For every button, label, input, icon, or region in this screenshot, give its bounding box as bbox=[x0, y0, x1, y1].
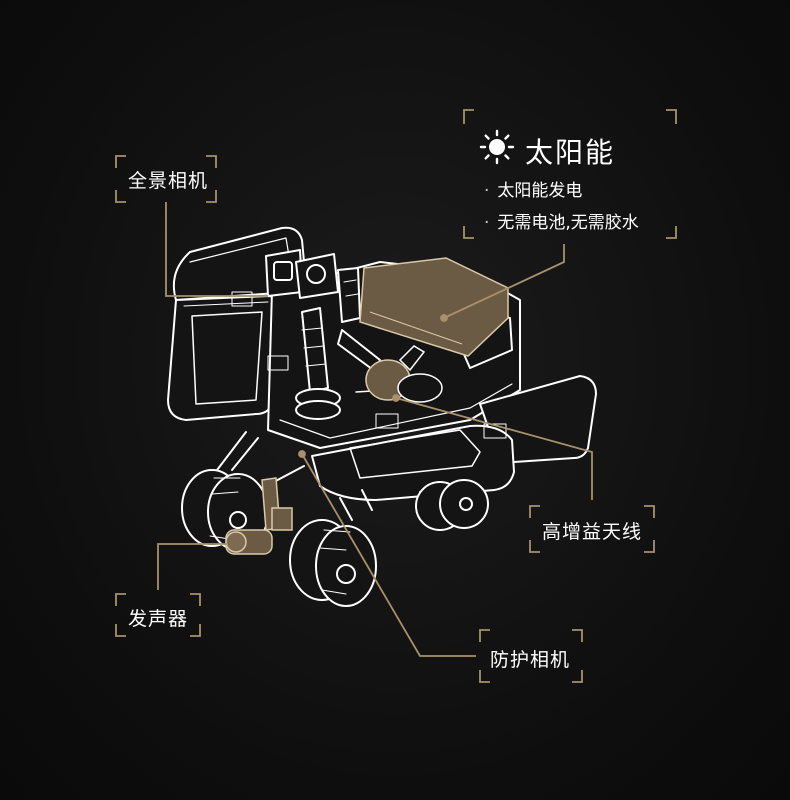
solar-bullet-2-text: 无需电池,无需胶水 bbox=[497, 213, 639, 233]
leader-panorama bbox=[165, 202, 268, 297]
leader-antenna bbox=[395, 397, 593, 500]
solar-bullet-2: ·无需电池,无需胶水 bbox=[484, 213, 639, 233]
leader-lines bbox=[157, 202, 593, 657]
solar-panel bbox=[359, 257, 509, 357]
antenna-dish bbox=[365, 345, 443, 403]
label-sounder: 发声器 bbox=[128, 608, 189, 630]
wheel-front-left bbox=[289, 519, 377, 607]
hinge-brackets bbox=[231, 291, 507, 439]
leader-solar bbox=[443, 244, 565, 319]
wheel-right bbox=[415, 479, 489, 531]
solar-bullet-1-text: 太阳能发电 bbox=[497, 181, 583, 201]
label-panorama-camera: 全景相机 bbox=[128, 170, 209, 192]
label-frames bbox=[115, 109, 677, 683]
label-high-gain-antenna: 高增益天线 bbox=[542, 521, 643, 543]
sun-icon bbox=[479, 129, 515, 165]
leader-sounder bbox=[157, 543, 228, 590]
leader-hazard bbox=[301, 453, 476, 657]
sounder-part bbox=[225, 477, 293, 555]
label-solar-title: 太阳能 bbox=[525, 136, 616, 169]
solar-bullet-1: ·太阳能发电 bbox=[484, 181, 583, 201]
label-hazard-camera: 防护相机 bbox=[490, 649, 571, 671]
